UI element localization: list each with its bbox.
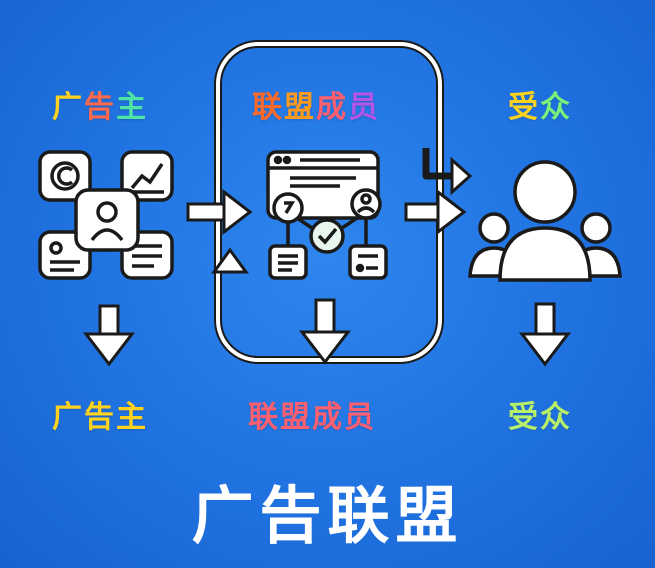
- loop-up-arrow-icon: [211, 247, 249, 274]
- advertiser-top-label: 广告主: [52, 90, 148, 125]
- down-arrow-2-icon: [298, 298, 352, 365]
- down-arrow-1-icon: [82, 304, 136, 367]
- loop-in-arrow-icon: [422, 148, 473, 196]
- page-title: 广告联盟: [191, 479, 464, 552]
- audience-bottom-label: 受众: [508, 400, 572, 435]
- member-top-label: 联盟成员: [252, 90, 380, 125]
- chart-logo-icon: [38, 150, 92, 202]
- server-node-icon: [348, 244, 388, 280]
- member-network-icon: [266, 150, 388, 280]
- advertiser-icons: [38, 150, 174, 280]
- advertiser-bottom-label: 广告主: [52, 400, 148, 435]
- check-circle-icon: [309, 218, 345, 254]
- audience-people-icon: [468, 160, 622, 282]
- audience-top-label: 受众: [508, 90, 572, 125]
- line-chart-icon: [120, 150, 174, 202]
- arrow-right-2-icon: [404, 188, 467, 236]
- arrow-right-1-icon: [186, 188, 253, 236]
- member-bottom-label: 联盟成员: [248, 400, 376, 435]
- down-arrow-3-icon: [518, 302, 572, 367]
